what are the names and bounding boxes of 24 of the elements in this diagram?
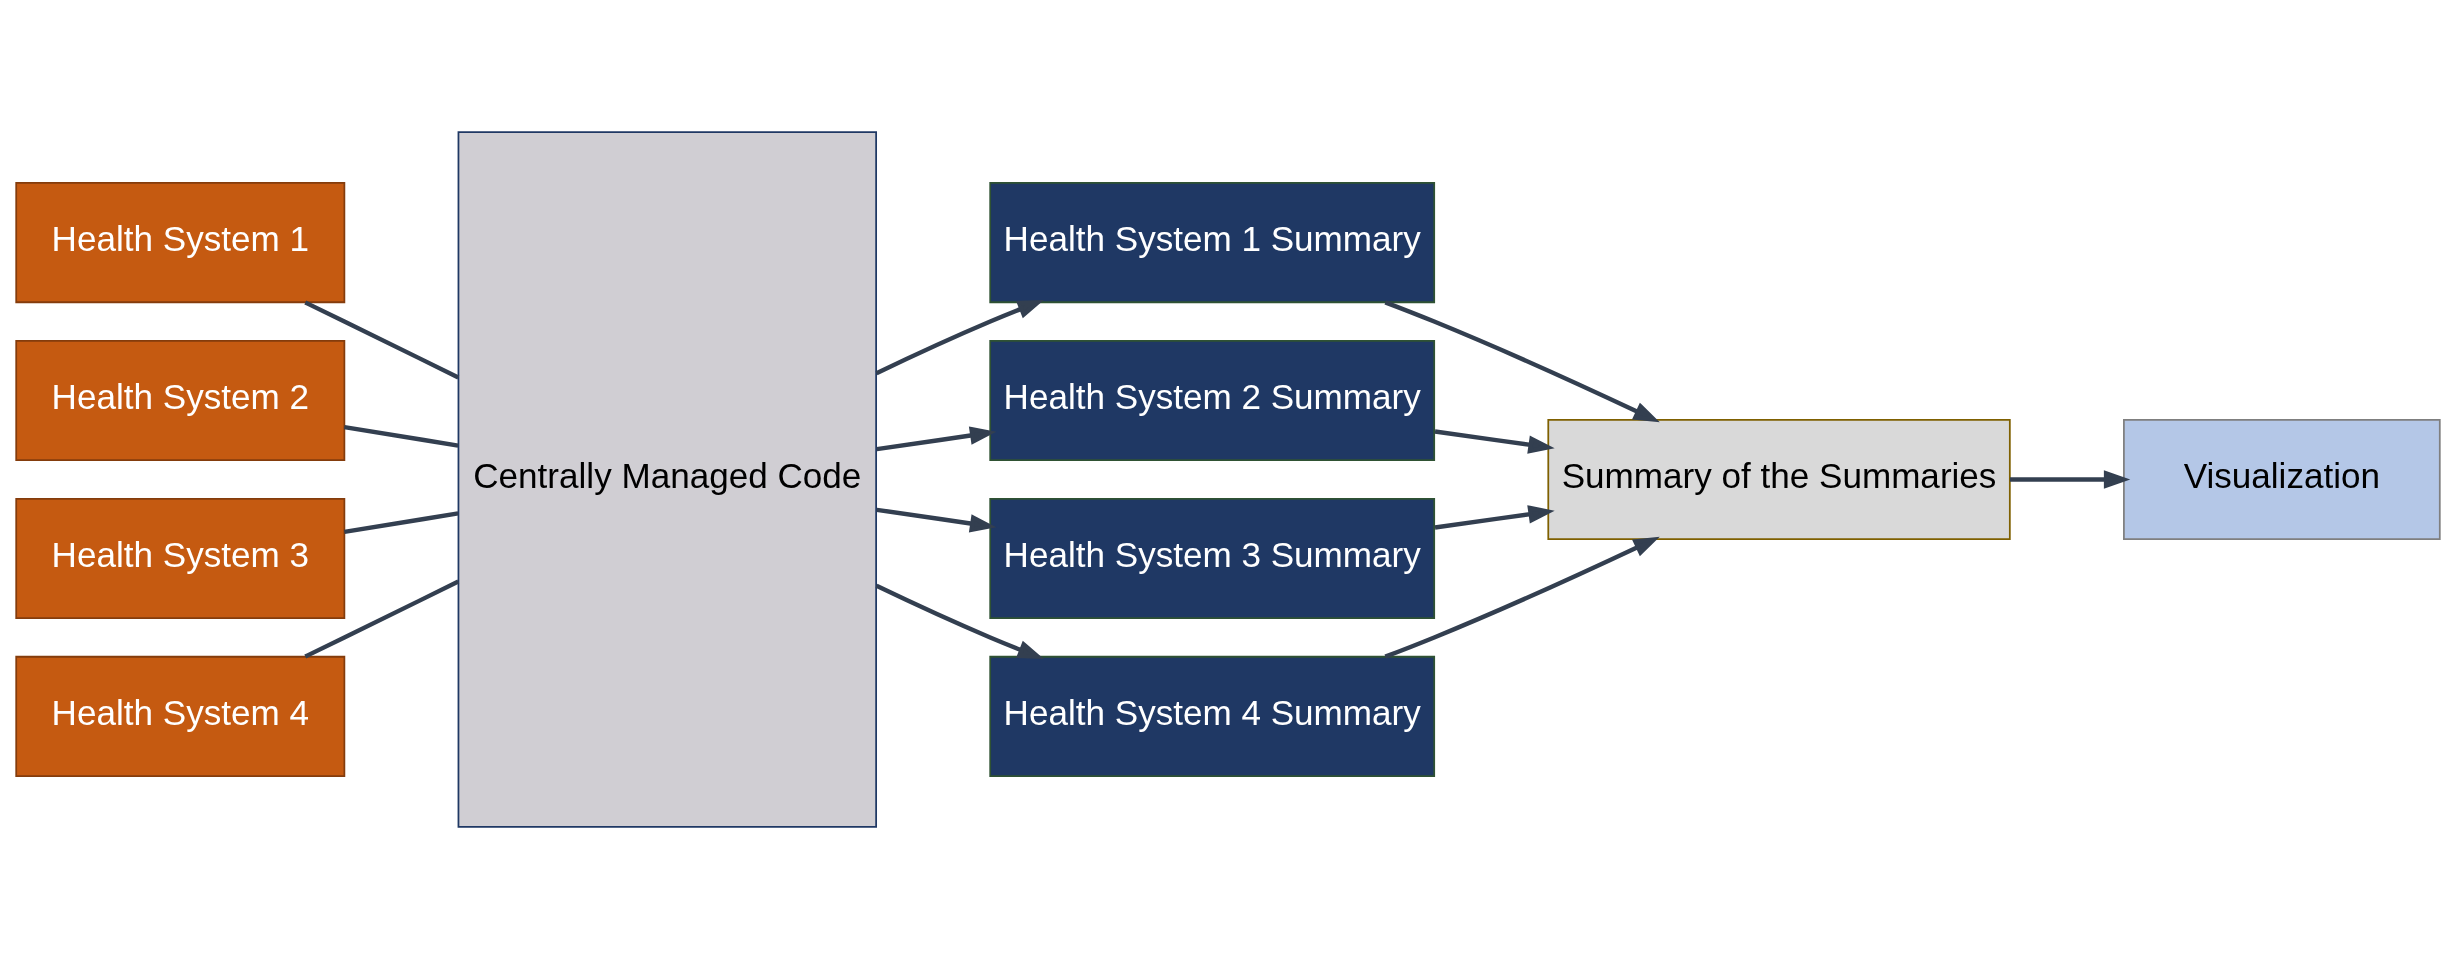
- arrow: [2010, 469, 2131, 489]
- connector: [344, 510, 459, 534]
- node-box: Health System 4: [15, 655, 346, 777]
- arrow: [876, 507, 997, 533]
- node-box: Visualization: [2123, 418, 2441, 540]
- connector: [304, 300, 460, 379]
- node-box: Summary of the Summaries: [1547, 418, 2011, 540]
- connector: [304, 579, 460, 658]
- arrow: [1434, 504, 1555, 530]
- node-box: Health System 3: [15, 497, 346, 619]
- arrow: [875, 299, 1044, 375]
- node-box: Centrally Managed Code: [457, 130, 877, 828]
- node-box: Health System 3 Summary: [989, 497, 1436, 619]
- node-box: Health System 4 Summary: [989, 655, 1436, 777]
- arrow: [1384, 536, 1660, 659]
- node-box: Health System 1: [15, 181, 346, 303]
- node-box: Health System 2: [15, 339, 346, 461]
- arrow: [1434, 428, 1555, 454]
- node-box: Health System 2 Summary: [989, 339, 1436, 461]
- node-box: Health System 1 Summary: [989, 181, 1436, 303]
- connector: [344, 424, 459, 448]
- arrow: [876, 425, 997, 451]
- arrow: [1384, 299, 1660, 422]
- arrow: [875, 583, 1044, 659]
